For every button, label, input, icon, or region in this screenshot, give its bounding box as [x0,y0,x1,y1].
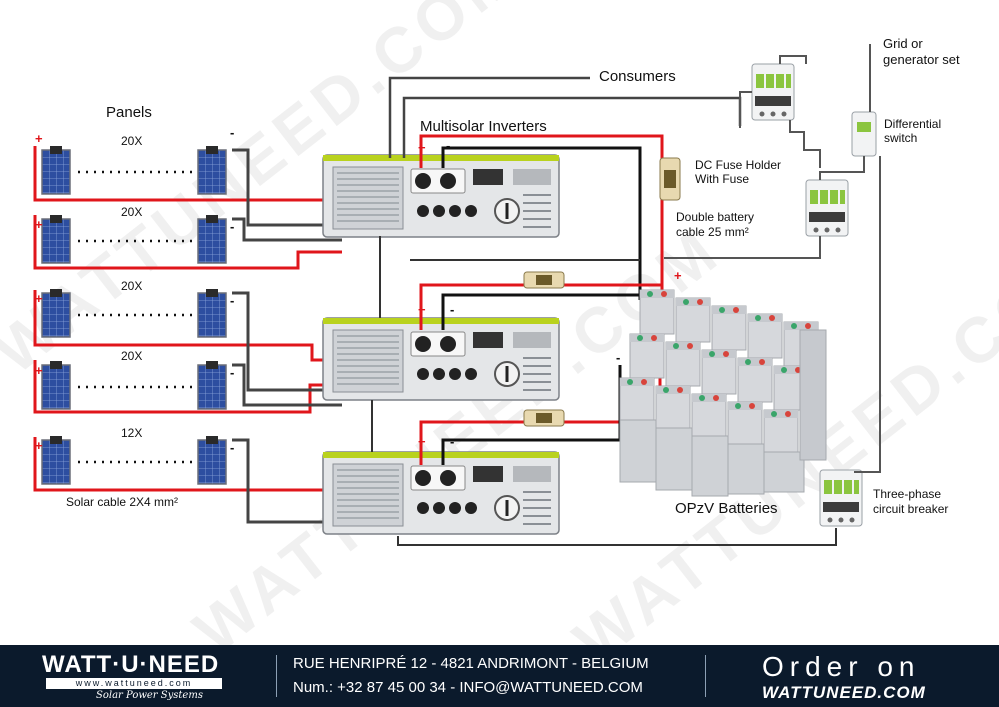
panel-negative-wires [232,148,342,524]
panel-string-3 [41,288,227,338]
footer-divider-1 [276,655,277,697]
dc-fuse-holder-3 [523,409,565,427]
brand-tagline: Solar Power Systems [96,690,203,701]
inv3-plus: + [418,434,426,449]
consumers-wire [388,76,590,158]
minus-marker-3: - [230,293,235,308]
wiring-svg [33,44,881,546]
brand-logo[interactable]: WATT·U·NEED [42,651,220,678]
string-count-2: 20X [121,205,143,219]
inv2-minus: - [450,302,455,317]
grid-wiring [664,44,881,473]
dc-fuse-holder-1 [659,157,681,201]
battery-minus: - [616,350,621,365]
inv2-plus: + [418,302,426,317]
panel-string-2 [41,214,227,264]
string-count-3: 20X [121,279,143,293]
inverter-1 [321,153,561,239]
brand-url: www.wattuneed.com [46,678,222,689]
battery-cable-label-line1: Double battery [676,210,755,224]
battery-plus: + [674,268,682,283]
panel-string-1 [41,145,227,195]
grid-label-line2: generator set [883,52,960,67]
plus-marker-1: + [35,131,43,146]
dc-fuse-holder-2 [523,271,565,289]
breaker-consumers [751,63,795,121]
plus-marker-4: + [35,363,43,378]
battery-bank [619,289,827,497]
footer-bar: WATT·U·NEED www.wattuneed.com Solar Powe… [0,645,999,707]
consumers-label: Consumers [599,68,676,85]
breaker-inverters [805,179,849,237]
string-count-5: 12X [121,426,143,440]
plus-marker-2: + [35,217,43,232]
differential-switch [851,111,877,157]
order-site-link[interactable]: WATTUNEED.COM [762,683,926,702]
minus-marker-4: - [230,365,235,380]
minus-marker-1: - [230,125,235,140]
footer-address: RUE HENRIPRÉ 12 - 4821 ANDRIMONT - BELGI… [293,655,649,672]
grid-label-line1: Grid or [883,36,923,51]
inverter-3 [321,450,561,536]
panel-string-5 [41,435,227,485]
batteries-label: OPzV Batteries [675,500,778,517]
inverters-label: Multisolar Inverters [420,118,547,135]
battery-cable-label-line2: cable 25 mm² [676,225,749,239]
inverter-links [371,236,837,546]
differential-label-line1: Differential [884,117,942,131]
panel-positive-wires [33,146,342,492]
panels-label: Panels [106,104,152,121]
minus-marker-2: - [230,219,235,234]
fuse-label-line1: DC Fuse Holder [695,158,782,172]
inverter-2 [321,316,561,402]
minus-marker-5: - [230,440,235,455]
inv1-minus: - [446,138,451,153]
plus-marker-3: + [35,291,43,306]
plus-marker-5: + [35,438,43,453]
solar-cable-label: Solar cable 2X4 mm² [66,495,179,509]
differential-label-line2: switch [884,131,918,145]
string-count-1: 20X [121,134,143,148]
string-count-4: 20X [121,349,143,363]
fuse-label-line2: With Fuse [695,172,750,186]
inv1-plus: + [418,140,426,155]
footer-divider-2 [705,655,706,697]
footer-contact[interactable]: Num.: +32 87 45 00 34 - INFO@WATTUNEED.C… [293,679,643,696]
order-on-label: Order on [762,651,921,682]
breaker-label-line1: Three-phase [873,487,942,501]
panel-string-4 [41,360,227,410]
breaker-label-line2: circuit breaker [873,502,949,516]
inv3-minus: - [450,434,455,449]
three-phase-breaker [819,469,863,527]
